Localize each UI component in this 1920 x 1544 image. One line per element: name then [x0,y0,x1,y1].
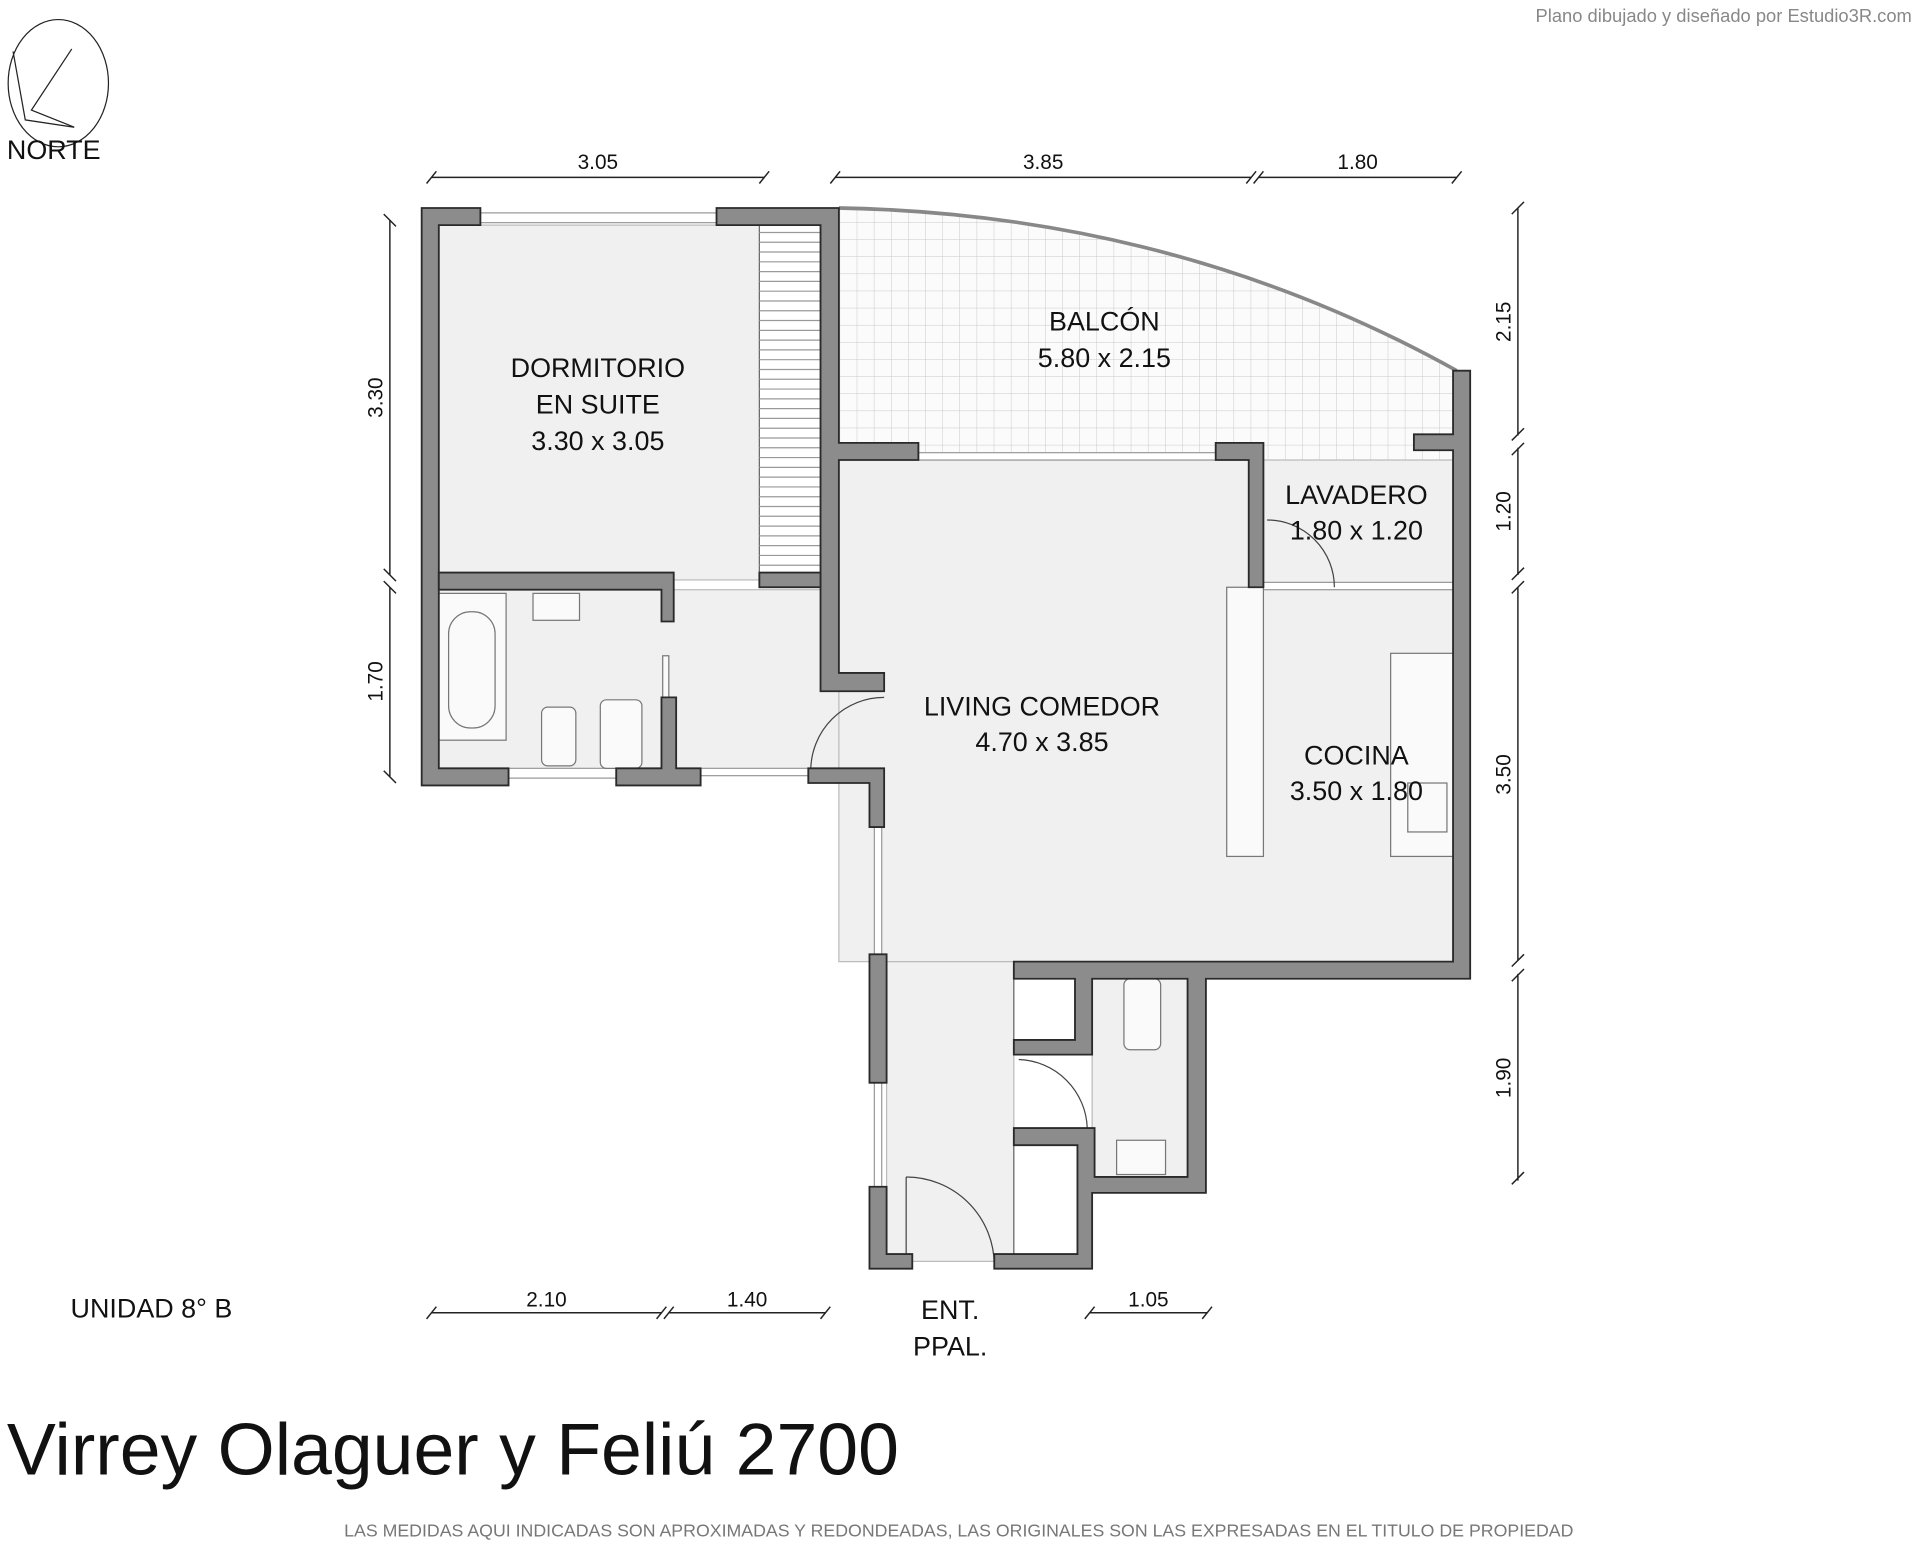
svg-text:1.80 x 1.20: 1.80 x 1.20 [1290,516,1423,546]
doors [810,519,1335,1266]
walls [420,207,1472,1270]
sink-icon [1115,1139,1167,1176]
svg-text:LIVING COMEDOR: LIVING COMEDOR [924,692,1160,722]
svg-text:2.15: 2.15 [1493,302,1516,342]
bidet-icon [599,699,643,769]
svg-text:3.50: 3.50 [1493,754,1516,794]
toilet-icon [1123,978,1162,1051]
svg-text:3.85: 3.85 [1023,151,1063,174]
svg-text:DORMITORIO: DORMITORIO [511,353,685,383]
svg-text:3.50 x 1.80: 3.50 x 1.80 [1290,776,1423,806]
svg-text:BALCÓN: BALCÓN [1049,305,1160,336]
room-cocina: COCINA 3.50 x 1.80 [1290,741,1423,806]
svg-text:1.90: 1.90 [1493,1058,1516,1098]
credit-text: Plano dibujado y diseñado por Estudio3R.… [1536,5,1912,26]
closet-shelves [758,224,1079,1255]
room-living: LIVING COMEDOR 4.70 x 3.85 [924,692,1160,757]
balcony-railing [838,206,1458,373]
room-balcon: BALCÓN 5.80 x 2.15 [1038,305,1171,373]
room-dormitorio: DORMITORIO EN SUITE 3.30 x 3.05 [511,353,685,456]
entrance-label: PPAL. [913,1332,987,1362]
sink-icon [532,592,581,621]
svg-text:2.10: 2.10 [526,1289,566,1312]
svg-text:COCINA: COCINA [1304,741,1409,771]
dimension-lines [383,170,1525,1320]
floors [438,207,1457,1262]
kitchen-sink-icon [1407,782,1448,833]
unit-label: UNIDAD 8° B [71,1294,233,1324]
svg-text:1.70: 1.70 [365,661,388,701]
svg-text:1.20: 1.20 [1493,491,1516,531]
svg-text:3.30 x 3.05: 3.30 x 3.05 [531,426,664,456]
disclaimer-text: LAS MEDIDAS AQUI INDICADAS SON APROXIMAD… [344,1521,1573,1541]
svg-text:1.05: 1.05 [1128,1289,1168,1312]
address-title: Virrey Olaguer y Feliú 2700 [7,1408,899,1490]
kitchen-counter [1226,586,1265,858]
svg-text:1.40: 1.40 [727,1289,767,1312]
svg-text:3.30: 3.30 [365,377,388,417]
svg-text:1.80: 1.80 [1337,151,1377,174]
toilet-icon [540,706,577,767]
svg-text:3.05: 3.05 [578,151,618,174]
north-arrow-icon [7,18,110,148]
entrance-label: ENT. [921,1295,979,1325]
svg-text:EN SUITE: EN SUITE [536,390,660,420]
compass-label: NORTE [7,135,101,165]
fixtures [438,586,1454,1176]
svg-text:5.80 x 2.15: 5.80 x 2.15 [1038,343,1171,373]
dimension-labels: 3.05 3.85 1.80 3.30 1.70 2.15 1.20 3.50 … [365,151,1516,1312]
svg-text:4.70 x 3.85: 4.70 x 3.85 [975,727,1108,757]
room-lavadero: LAVADERO 1.80 x 1.20 [1285,480,1428,545]
svg-text:LAVADERO: LAVADERO [1285,480,1428,510]
